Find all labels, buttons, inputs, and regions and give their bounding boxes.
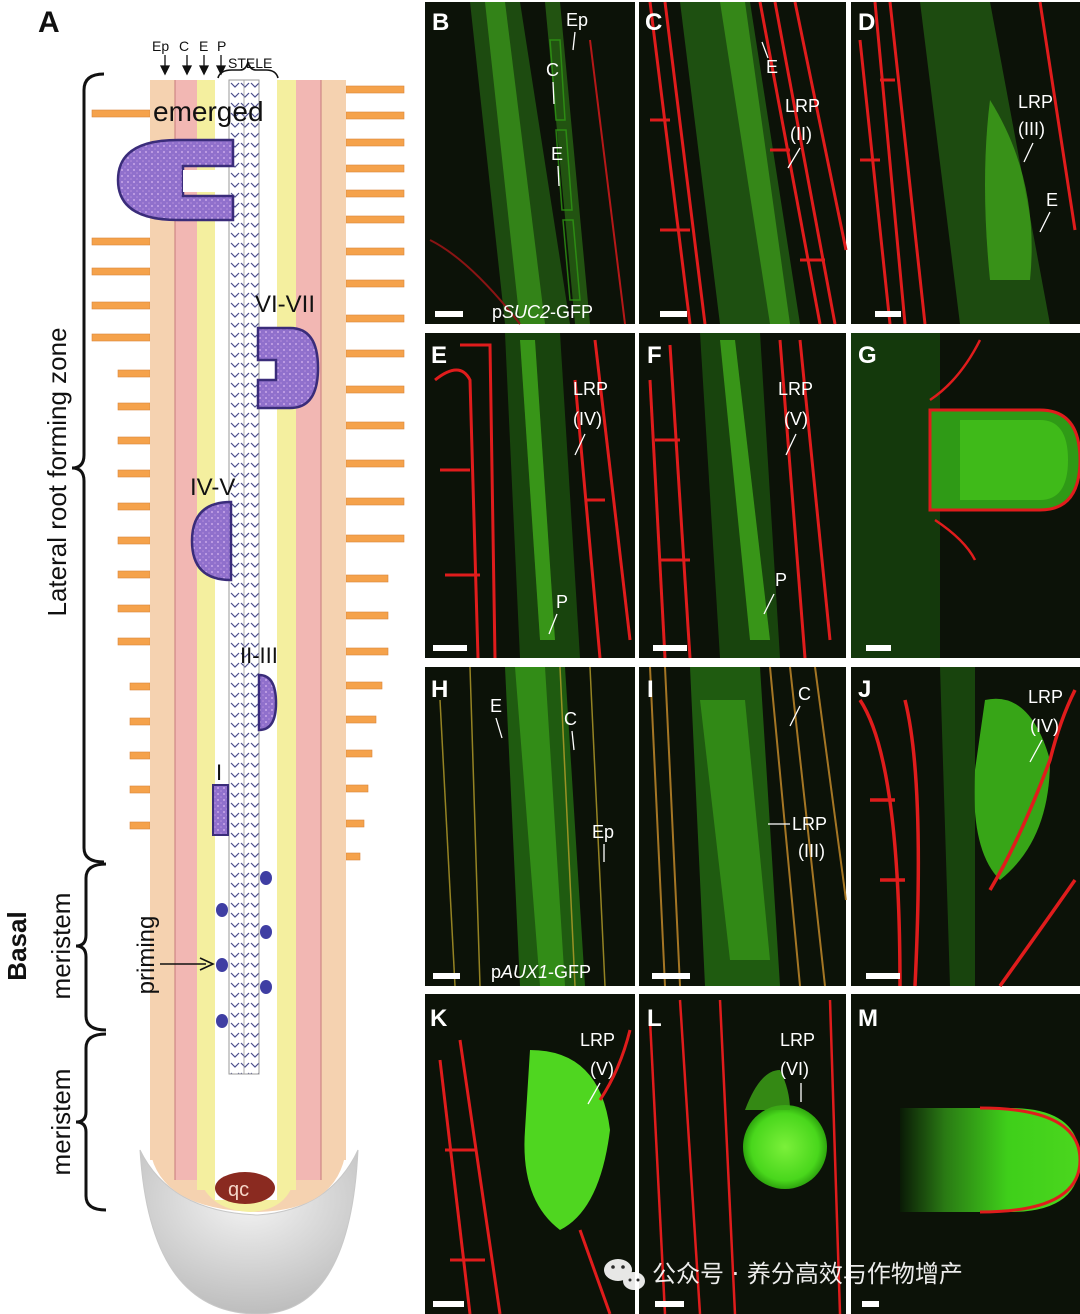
panel-i-label-lrp: LRP <box>792 814 827 834</box>
panel-j-letter: J <box>858 676 871 703</box>
primordium-ii-iii <box>257 673 278 732</box>
panel-h-label-e: E <box>490 696 502 716</box>
primordium-iv-v <box>190 500 233 582</box>
panel-h-letter: H <box>431 676 448 703</box>
zone-basal-label-1: Basal <box>2 911 32 980</box>
panel-f-label-stage: (V) <box>784 409 808 429</box>
panel-b-label-c: C <box>546 60 559 80</box>
zone-meristem-label: meristem <box>46 1069 76 1176</box>
panel-k: K LRP (V) <box>425 994 635 1314</box>
brace-basal-meristem <box>75 862 107 1032</box>
panel-b-label-ep: Ep <box>566 10 588 30</box>
panel-k-letter: K <box>430 1005 448 1032</box>
panel-d-label-stage: (III) <box>1018 119 1045 139</box>
stele-label: STELE <box>228 55 272 71</box>
stele-brace <box>217 61 279 79</box>
panel-j: J LRP (IV) <box>851 667 1080 988</box>
root-hairs-right <box>345 85 405 861</box>
panel-l-letter: L <box>647 1005 662 1032</box>
cortex-right <box>296 80 321 1180</box>
quiescent-center <box>215 1172 275 1204</box>
panel-h-label-c: C <box>564 709 577 729</box>
panel-e-label-lrp: LRP <box>573 379 608 399</box>
panel-h-label-ep: Ep <box>592 822 614 842</box>
panel-i-letter: I <box>647 676 654 703</box>
col-label-e: E <box>199 38 208 54</box>
panel-a: A Ep C E P STELE <box>2 6 405 1314</box>
micro-panels: B Ep C E pSUC2-GFP C E LRP <box>425 1 1080 1314</box>
panel-k-label-stage: (V) <box>590 1059 614 1079</box>
panel-d-label-e: E <box>1046 190 1058 210</box>
primordium-emerged <box>116 138 235 222</box>
panel-e: E LRP (IV) P <box>425 333 635 659</box>
stage-ii-iii: II-III <box>240 643 278 668</box>
panel-m: M <box>851 994 1080 1314</box>
panel-j-label-stage: (IV) <box>1030 716 1059 736</box>
panel-e-letter: E <box>431 342 447 369</box>
panel-f: F LRP (V) P <box>639 333 846 659</box>
qc-label: qc <box>228 1179 249 1201</box>
panel-i: I C LRP (III) <box>639 666 847 987</box>
endodermis-left <box>197 80 215 1190</box>
watermark-text: 公众号 · 养分高效与作物增产 <box>652 1260 963 1288</box>
priming-label: priming <box>133 916 160 995</box>
panel-d: D LRP (III) E <box>851 1 1080 325</box>
panel-b-label-e: E <box>551 144 563 164</box>
panel-g: G <box>851 333 1080 658</box>
endodermis-right <box>277 80 296 1190</box>
panel-k-label-lrp: LRP <box>580 1030 615 1050</box>
col-label-c: C <box>179 38 189 54</box>
panel-l-label-stage: (VI) <box>780 1059 809 1079</box>
panel-j-label-lrp: LRP <box>1028 687 1063 707</box>
primordium-vi-vii <box>256 326 320 410</box>
stage-vi-vii: VI-VII <box>255 291 315 318</box>
panel-m-letter: M <box>858 1005 878 1032</box>
panel-a-letter: A <box>38 6 60 39</box>
panel-i-label-stage: (III) <box>798 841 825 861</box>
primordium-i <box>212 784 229 836</box>
panel-f-letter: F <box>647 342 662 369</box>
panel-i-label-c: C <box>798 684 811 704</box>
panel-h-caption: pAUX1-GFP <box>491 962 591 982</box>
panel-g-letter: G <box>858 342 877 369</box>
watermark: 公众号 · 养分高效与作物增产 <box>604 1259 963 1290</box>
cortex-left <box>175 80 197 1180</box>
panel-l: L LRP (VI) <box>639 994 846 1314</box>
panel-d-label-lrp: LRP <box>1018 92 1053 112</box>
panel-f-label-lrp: LRP <box>778 379 813 399</box>
root-hairs-left <box>91 109 151 830</box>
panel-c-label-lrp: LRP <box>785 96 820 116</box>
panel-c-letter: C <box>645 9 662 36</box>
panel-c-label-e: E <box>766 57 778 77</box>
column-arrows <box>159 55 227 76</box>
priming-dots <box>216 871 272 1028</box>
col-label-ep: Ep <box>152 38 169 54</box>
panel-e-label-stage: (IV) <box>573 409 602 429</box>
stage-iv-v: IV-V <box>190 474 235 501</box>
stage-i: I <box>216 760 222 785</box>
panel-l-label-lrp: LRP <box>780 1030 815 1050</box>
panel-c-label-stage: (II) <box>790 124 812 144</box>
brace-lateral-zone <box>71 72 105 864</box>
zone-lateral-label: Lateral root forming zone <box>42 327 72 616</box>
panel-b-caption: pSUC2-GFP <box>492 302 593 322</box>
panel-b-letter: B <box>432 9 449 36</box>
brace-meristem <box>75 1032 107 1212</box>
zone-basal-label-2: meristem <box>46 893 76 1000</box>
root-cap <box>139 1149 359 1314</box>
wechat-icon <box>604 1259 645 1290</box>
panel-c: C E LRP (II) <box>639 1 848 325</box>
panel-h: H E C Ep pAUX1-GFP <box>425 666 635 987</box>
panel-b: B Ep C E pSUC2-GFP <box>425 2 635 325</box>
col-label-p: P <box>217 38 226 54</box>
panel-e-label-p: P <box>556 592 568 612</box>
panel-f-label-p: P <box>775 570 787 590</box>
panel-d-letter: D <box>858 9 875 36</box>
stage-emerged: emerged <box>153 96 264 127</box>
